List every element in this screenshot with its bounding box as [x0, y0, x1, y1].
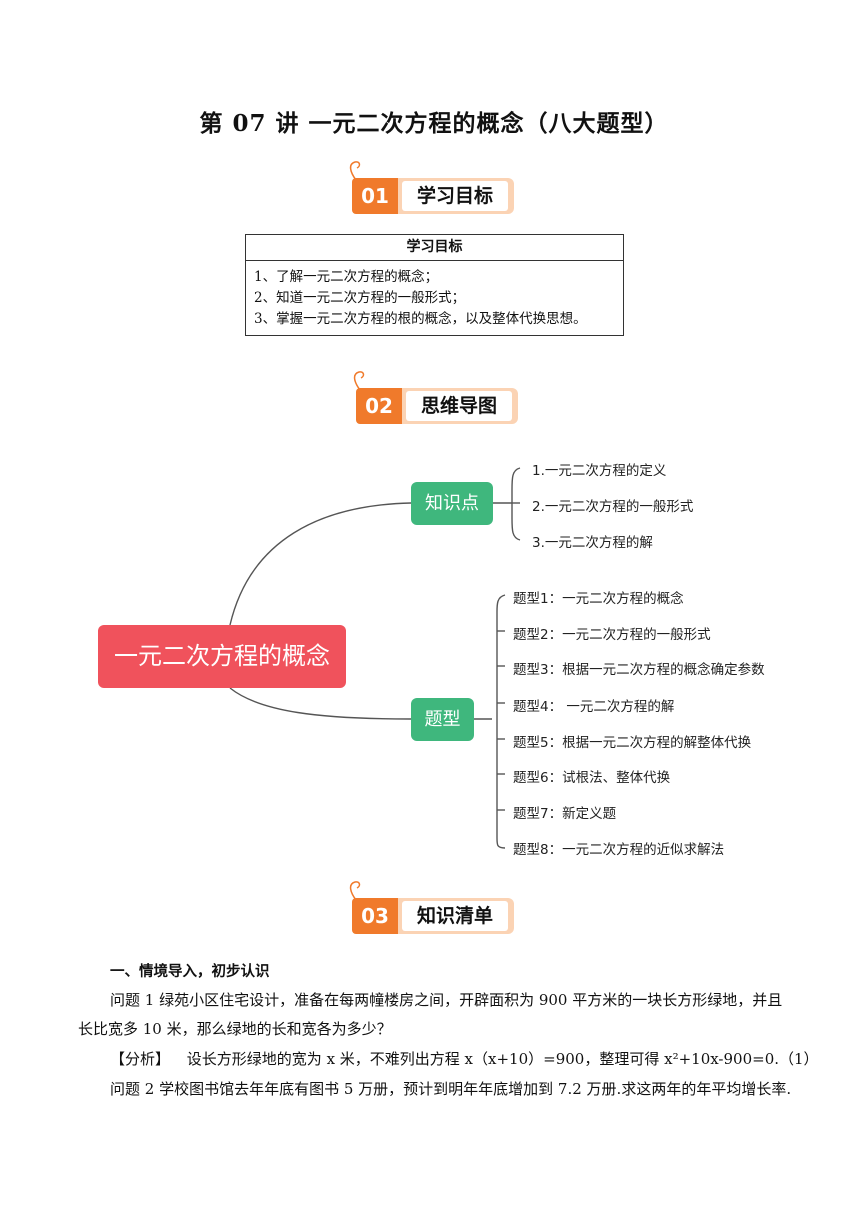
mindmap-root: 一元二次方程的概念	[98, 625, 346, 688]
mindmap-branch-types: 题型	[411, 698, 474, 741]
page-title: 第 07 讲 一元二次方程的概念（八大题型）	[199, 110, 669, 137]
mindmap-leaf: 题型1：一元二次方程的概念	[513, 591, 684, 607]
section-badge-goals: 01 学习目标	[349, 161, 514, 216]
problem-1-line-2: 长比宽多 10 米，那么绿地的长和宽各为多少？	[78, 1020, 392, 1038]
problem-2: 问题 2 学校图书馆去年年底有图书 5 万册，预计到明年年底增加到 7.2 万册…	[110, 1080, 792, 1098]
mindmap-leaf: 题型3：根据一元二次方程的概念确定参数	[513, 662, 765, 678]
goals-header: 学习目标	[246, 235, 623, 261]
mindmap-branch-knowledge: 知识点	[411, 482, 493, 525]
mindmap-connectors	[229, 467, 521, 849]
ribbon-curl-icon	[349, 161, 361, 181]
section-badge-mindmap: 02 思维导图	[353, 371, 518, 426]
analysis-label: 【分析】	[110, 1050, 171, 1068]
mindmap-leaf: 1.一元二次方程的定义	[532, 463, 667, 479]
ribbon-curl-icon	[353, 371, 365, 391]
analysis-paragraph: 【分析】 设长方形绿地的宽为 x 米，不难列出方程 x（x+10）=900，整理…	[110, 1048, 819, 1069]
analysis-text: 设长方形绿地的宽为 x 米，不难列出方程 x（x+10）=900，整理可得 x²…	[186, 1050, 819, 1068]
mindmap-leaf: 题型4： 一元二次方程的解	[513, 699, 675, 715]
ribbon-curl-icon	[349, 881, 361, 901]
section-badge-knowledge: 03 知识清单	[349, 881, 514, 936]
mindmap-leaf: 题型2：一元二次方程的一般形式	[513, 627, 711, 643]
mindmap-leaf: 题型7：新定义题	[513, 806, 617, 822]
mindmap-leaf: 题型5：根据一元二次方程的解整体代换	[513, 735, 752, 751]
mindmap-leaf: 2.一元二次方程的一般形式	[532, 499, 694, 515]
mindmap-leaf: 题型8：一元二次方程的近似求解法	[513, 842, 725, 858]
section-heading: 一、情境导入，初步认识	[110, 963, 270, 980]
problem-1-line-1: 问题 1 绿苑小区住宅设计，准备在每两幢楼房之间，开辟面积为 900 平方米的一…	[110, 991, 783, 1009]
goal-item: 2、知道一元二次方程的一般形式；	[254, 290, 466, 306]
mindmap-leaf: 题型6：试根法、整体代换	[513, 770, 671, 786]
goal-item: 3、掌握一元二次方程的根的概念，以及整体代换思想。	[254, 311, 587, 327]
goal-item: 1、了解一元二次方程的概念；	[254, 269, 439, 285]
mindmap-leaf: 3.一元二次方程的解	[532, 535, 653, 551]
goals-table: 学习目标 1、了解一元二次方程的概念； 2、知道一元二次方程的一般形式； 3、掌…	[245, 234, 624, 336]
